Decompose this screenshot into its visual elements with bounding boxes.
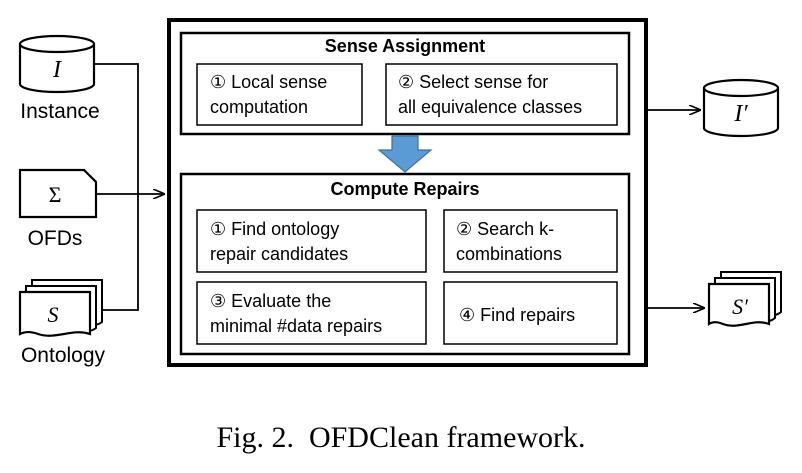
local-sense-step-line2: computation — [210, 97, 308, 117]
find-candidates-step-line2: repair candidates — [210, 244, 348, 264]
ofd-label: OFDs — [28, 227, 83, 250]
ontology-documents-icon — [18, 279, 103, 337]
ontology-symbol: S — [48, 302, 59, 327]
search-combinations-step-box — [443, 209, 618, 273]
ofd-document-icon — [18, 168, 98, 219]
figure-caption: Fig. 2. OFDClean framework. — [216, 421, 585, 454]
repaired-ontology-symbol: S′ — [732, 294, 749, 319]
compute-repairs-title: Compute Repairs — [330, 179, 479, 199]
find-repairs-step-box — [443, 281, 618, 345]
instance-symbol: I — [52, 57, 62, 83]
evaluate-step-line1: ③ Evaluate the — [210, 291, 331, 311]
evaluate-step-line2: minimal #data repairs — [210, 316, 382, 336]
flow-down-arrow — [377, 135, 433, 173]
instance-label: Instance — [20, 100, 99, 123]
find-candidates-step-line1: ① Find ontology — [210, 219, 339, 239]
local-sense-step-box — [196, 63, 363, 126]
input-connectors — [94, 63, 139, 311]
repaired-instance-symbol: I′ — [733, 101, 748, 127]
select-sense-step-line1: ② Select sense for — [398, 72, 548, 92]
repaired-ontology-documents-icon — [707, 271, 782, 327]
select-sense-step-box — [385, 63, 618, 126]
instance-database-icon — [18, 34, 96, 94]
ofd-symbol: Σ — [49, 182, 62, 207]
search-combinations-step-line2: combinations — [456, 244, 562, 264]
local-sense-step-line1: ① Local sense — [210, 72, 327, 92]
find-repairs-step-line1: ④ Find repairs — [459, 305, 575, 325]
ontology-label: Ontology — [21, 344, 106, 367]
search-combinations-step-line1: ② Search k- — [456, 219, 554, 239]
repaired-instance-database-icon — [702, 78, 780, 138]
find-candidates-step-box — [196, 209, 427, 273]
select-sense-step-line2: all equivalence classes — [398, 97, 582, 117]
sense-assignment-title: Sense Assignment — [325, 36, 485, 56]
evaluate-step-box — [196, 281, 427, 345]
